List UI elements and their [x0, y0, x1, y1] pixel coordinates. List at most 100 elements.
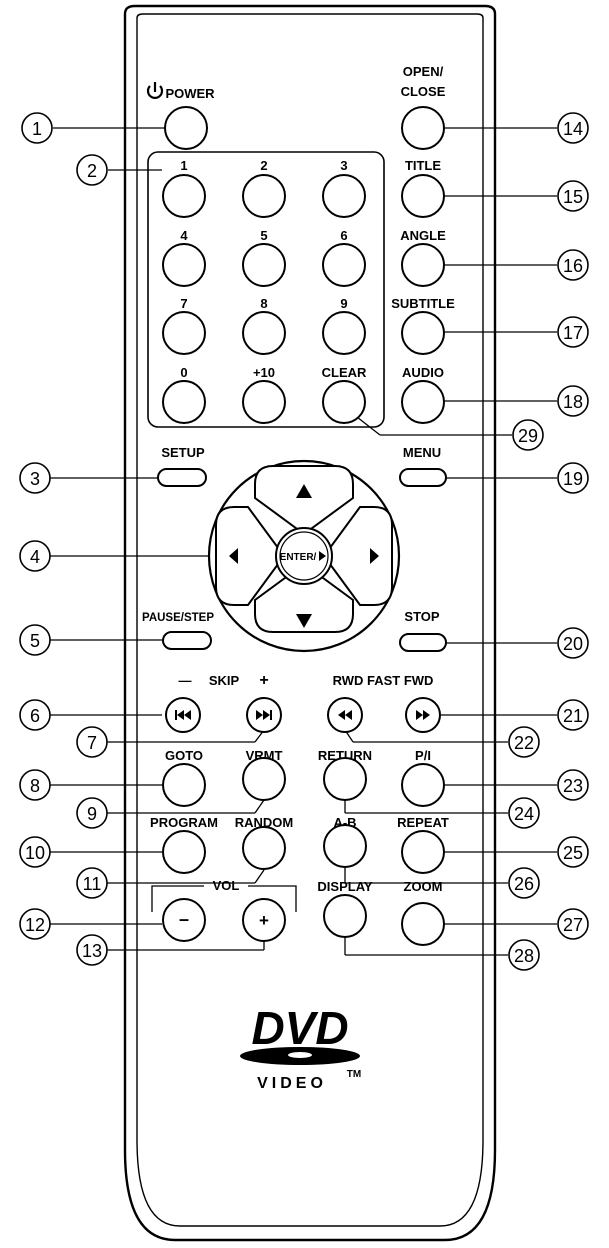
callout-27: 27	[563, 915, 583, 935]
keypad-label-5: 5	[260, 228, 267, 243]
fast-forward-button-group	[405, 697, 441, 733]
skip-back-button-group	[165, 697, 201, 733]
callout-9: 9	[87, 804, 97, 824]
vol-bracket-right	[248, 885, 297, 912]
clear-button[interactable]	[322, 380, 366, 424]
callout-19: 19	[563, 469, 583, 489]
callout-circle-22	[508, 726, 540, 758]
subtitle-label: SUBTITLE	[391, 296, 455, 311]
keypad-button-0[interactable]	[162, 380, 206, 424]
callout-circle-9	[76, 797, 108, 829]
navigation-pad: ENTER/	[207, 459, 401, 653]
setup-button[interactable]	[157, 468, 207, 487]
pi-label: P/I	[415, 748, 431, 763]
goto-button[interactable]	[162, 763, 206, 807]
return-button[interactable]	[323, 757, 367, 801]
callout-circle-19	[557, 462, 589, 494]
repeat-label: REPEAT	[397, 815, 449, 830]
callout-circle-20	[557, 627, 589, 659]
power-button[interactable]	[164, 106, 208, 150]
power-button-group: POWER	[146, 82, 215, 150]
skip-forward-button-group	[246, 697, 282, 733]
keypad-button-2[interactable]	[242, 174, 286, 218]
arrow-right-icon	[370, 548, 379, 564]
callout-circle-1	[21, 112, 53, 144]
zoom-button[interactable]	[401, 902, 445, 946]
play-icon	[319, 551, 326, 561]
keypad-button-9[interactable]	[322, 311, 366, 355]
arrow-down-icon	[296, 614, 312, 628]
open-close-button[interactable]	[401, 106, 445, 150]
dvd-logo-text: DVD	[251, 1002, 348, 1054]
open-close-label-line2: CLOSE	[401, 84, 446, 99]
rewind-icon	[338, 710, 352, 720]
callout-13: 13	[82, 941, 102, 961]
callout-circle-11	[76, 867, 108, 899]
keypad-button-4[interactable]	[162, 243, 206, 287]
callout-circle-10	[19, 836, 51, 868]
skip-forward-icon	[256, 710, 272, 720]
callout-22: 22	[514, 733, 534, 753]
subtitle-button[interactable]	[401, 311, 445, 355]
vrmt-button[interactable]	[242, 757, 286, 801]
open-close-label-line1: OPEN/	[403, 64, 444, 79]
menu-button[interactable]	[399, 468, 447, 487]
angle-button[interactable]	[401, 243, 445, 287]
keypad-button-6[interactable]	[322, 243, 366, 287]
pi-button[interactable]	[401, 763, 445, 807]
skip-plus-label: +	[259, 672, 268, 689]
volume-up-button[interactable]	[242, 898, 286, 942]
callout-circle-15	[557, 180, 589, 212]
keypad-button-5[interactable]	[242, 243, 286, 287]
nav-up-button[interactable]	[254, 465, 354, 536]
keypad-button-7[interactable]	[162, 311, 206, 355]
callout-5: 5	[30, 631, 40, 651]
callout-21: 21	[563, 706, 583, 726]
callout-circle-7	[76, 726, 108, 758]
callout-circle-29	[512, 419, 544, 451]
skip-label: SKIP	[209, 673, 240, 688]
pause-step-button[interactable]	[162, 631, 212, 650]
volume-down-button[interactable]	[162, 898, 206, 942]
keypad-button-1[interactable]	[162, 174, 206, 218]
keypad-label-7: 7	[180, 296, 187, 311]
arrow-left-icon	[229, 548, 238, 564]
ab-button[interactable]	[323, 824, 367, 868]
callout-circle-24	[508, 797, 540, 829]
callout-1: 1	[32, 119, 42, 139]
callout-circle-14	[557, 112, 589, 144]
keypad-label-clear: CLEAR	[322, 365, 367, 380]
display-button[interactable]	[323, 894, 367, 938]
audio-button[interactable]	[401, 380, 445, 424]
callout-circle-12	[19, 908, 51, 940]
volume-group: VOL – +	[151, 878, 297, 942]
nav-right-button[interactable]	[322, 506, 393, 606]
title-button[interactable]	[401, 174, 445, 218]
callout-28: 28	[514, 946, 534, 966]
callout-23: 23	[563, 776, 583, 796]
callout-20: 20	[563, 634, 583, 654]
program-button[interactable]	[162, 830, 206, 874]
callout-29: 29	[518, 426, 538, 446]
enter-play-button[interactable]	[275, 527, 333, 585]
random-button[interactable]	[242, 826, 286, 870]
keypad-button-plus10[interactable]	[242, 380, 286, 424]
callout-18: 18	[563, 392, 583, 412]
callout-14: 14	[563, 119, 583, 139]
nav-down-button[interactable]	[254, 562, 354, 633]
keypad-button-3[interactable]	[322, 174, 366, 218]
program-label: PROGRAM	[150, 815, 218, 830]
stop-button[interactable]	[399, 633, 447, 652]
keypad-label-plus10: +10	[253, 365, 275, 380]
callout-circle-2	[76, 154, 108, 186]
setup-label: SETUP	[161, 445, 205, 460]
repeat-button[interactable]	[401, 830, 445, 874]
callout-circle-8	[19, 769, 51, 801]
keypad-button-8[interactable]	[242, 311, 286, 355]
display-label: DISPLAY	[317, 879, 372, 894]
volume-down-label: –	[179, 909, 189, 929]
audio-label: AUDIO	[402, 365, 444, 380]
nav-left-button[interactable]	[215, 506, 286, 606]
power-icon	[146, 82, 164, 99]
callout-circle-21	[557, 699, 589, 731]
